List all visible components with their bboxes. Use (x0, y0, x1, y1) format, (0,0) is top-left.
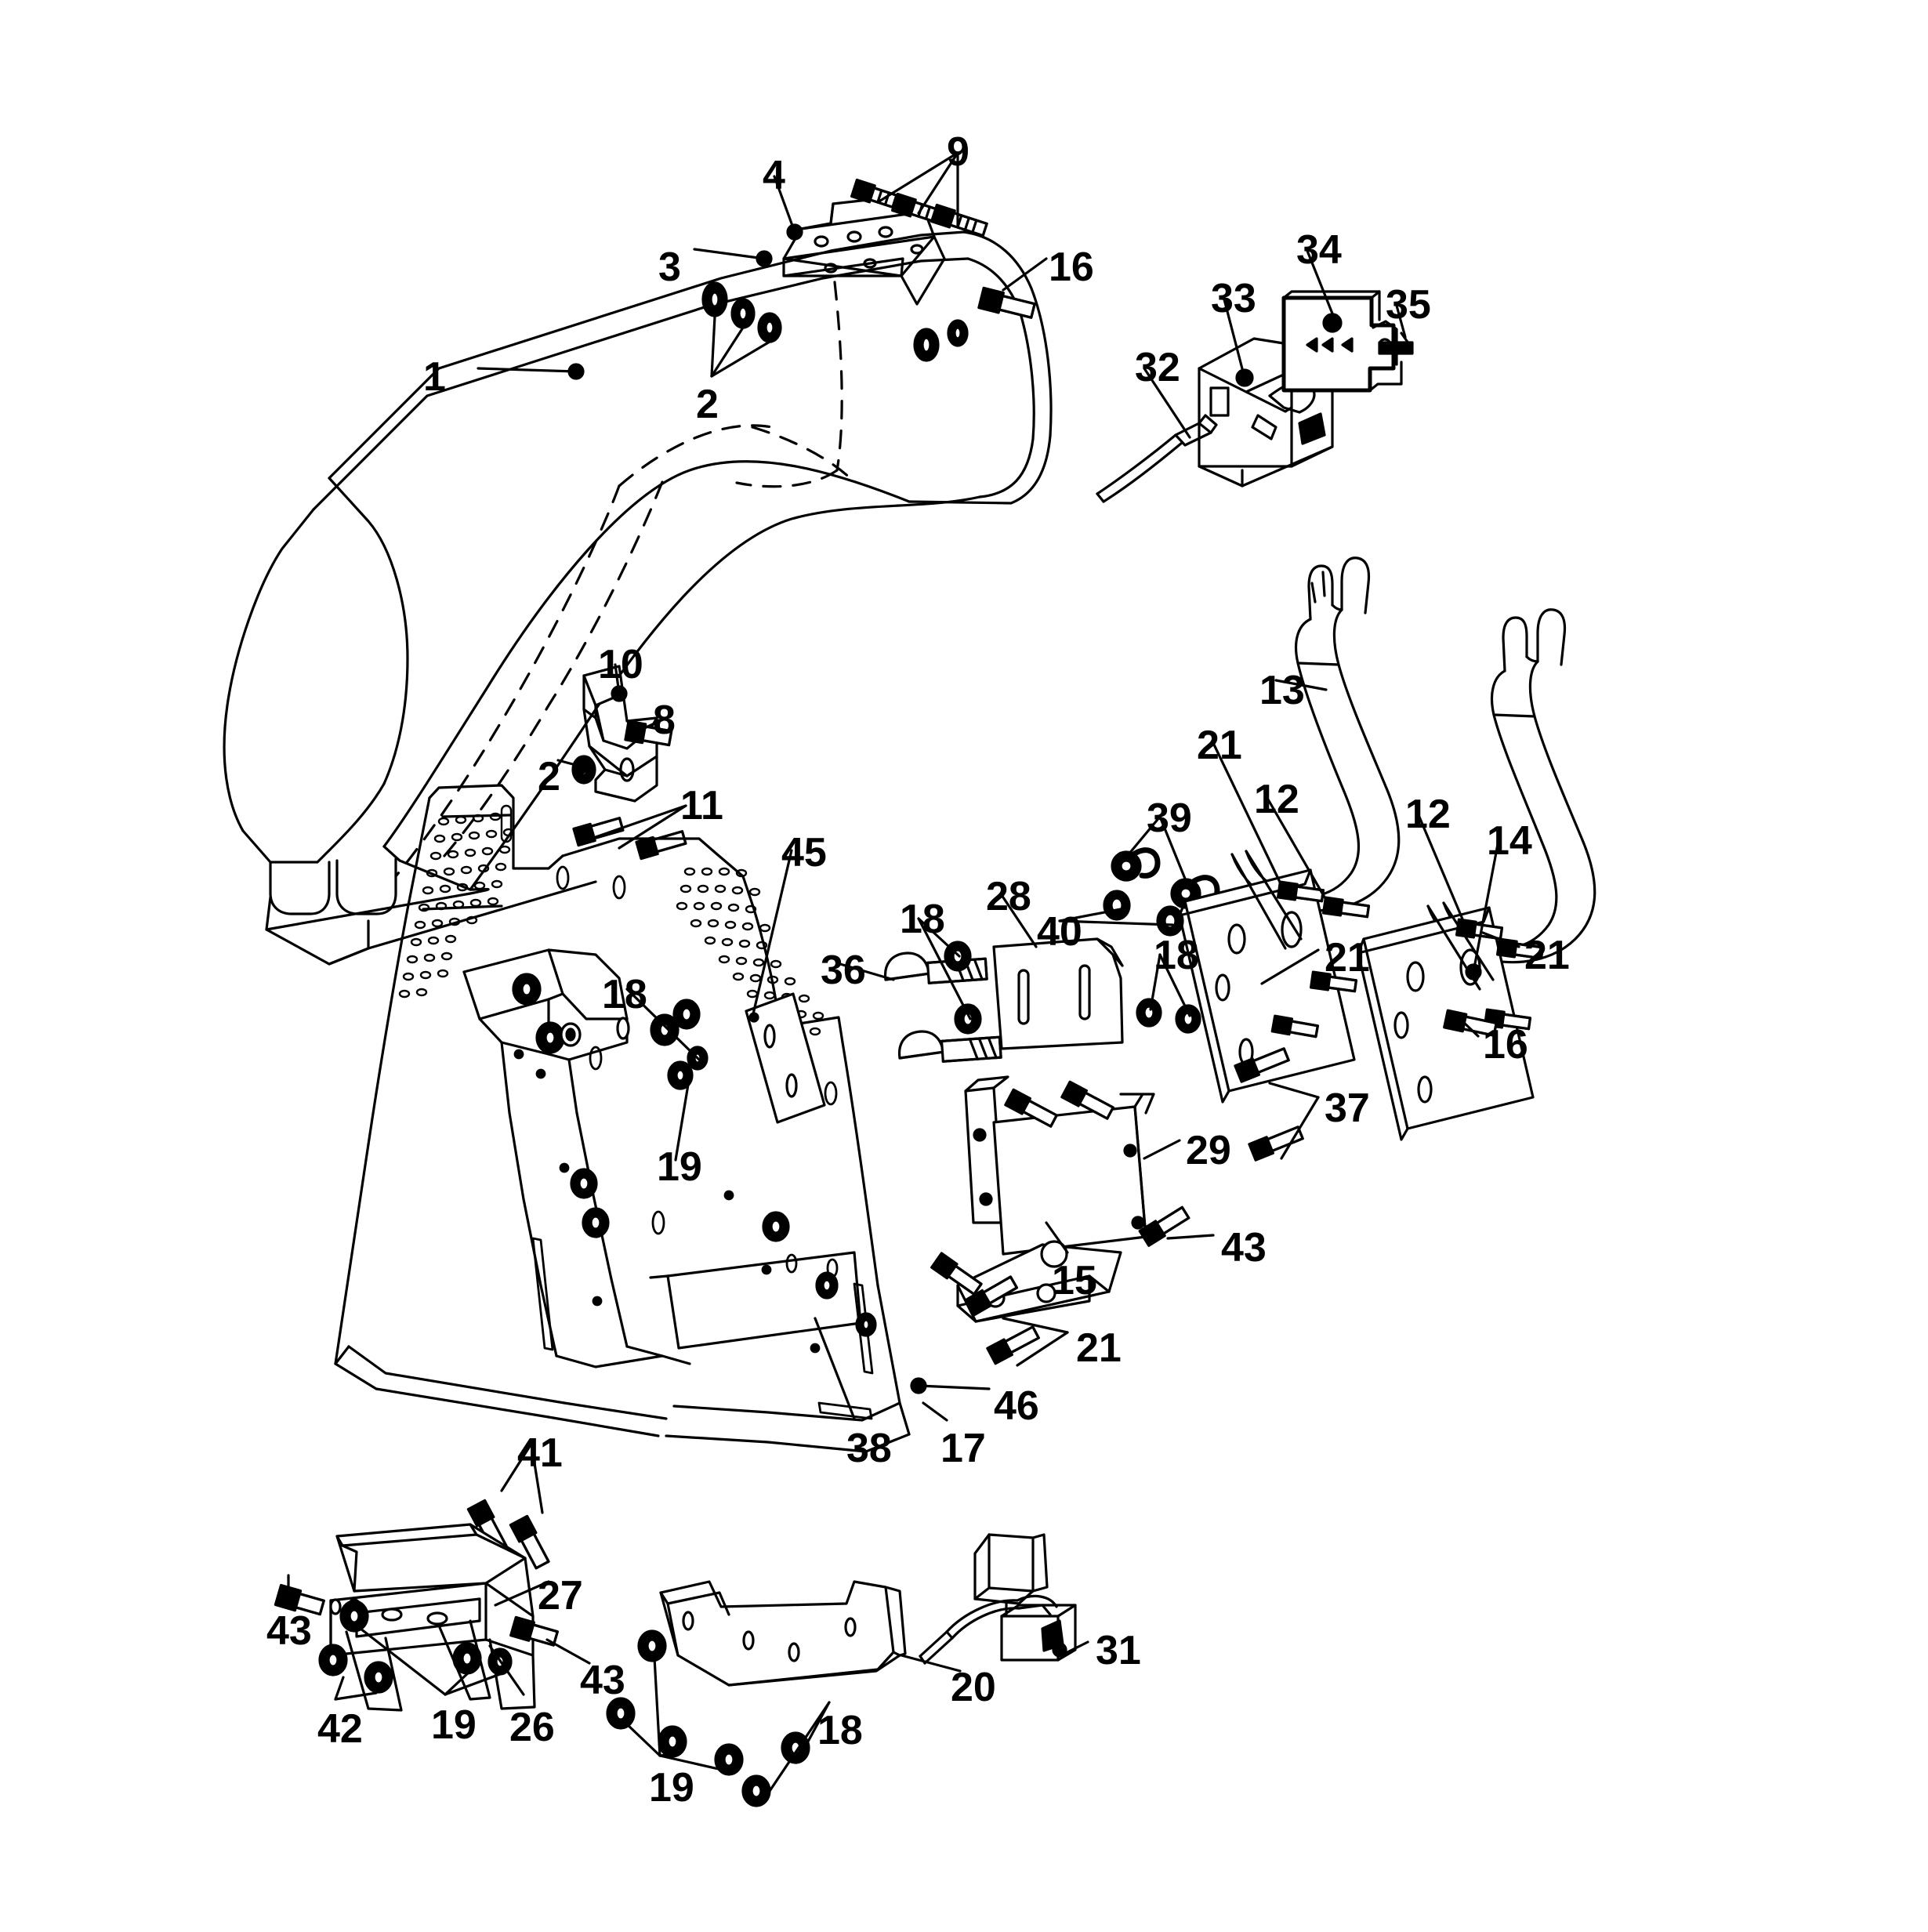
part-14-grab-handle-right (1426, 608, 1596, 964)
part-18-washers-right (1136, 998, 1201, 1034)
callout-number-16: 16 (1049, 245, 1094, 290)
callout-number-20: 20 (951, 1665, 996, 1710)
part-18-washers-left (944, 941, 982, 1035)
callout-number-38: 38 (846, 1426, 892, 1471)
callout-number-19: 19 (431, 1702, 477, 1748)
fender-right-nuts (913, 319, 969, 362)
part-28-slotted-plate (992, 937, 1124, 1050)
callout-number-21: 21 (1325, 935, 1370, 980)
platform-right-tread-pattern (676, 867, 824, 1036)
callout-number-33: 33 (1211, 276, 1256, 321)
callout-number-1: 1 (423, 354, 446, 400)
part-21-bolt-pair-lower (964, 1275, 1040, 1365)
platform-left-tread-pattern (398, 804, 515, 999)
callout-number-12: 12 (1254, 777, 1299, 822)
callout-number-2: 2 (696, 382, 719, 427)
platform-riser (462, 948, 691, 1368)
part-16-bolt-lower (1443, 1009, 1498, 1037)
callout-number-46: 46 (994, 1383, 1039, 1429)
part-20-fasteners (606, 1629, 810, 1807)
callout-number-43: 43 (580, 1658, 625, 1703)
handle-mount-plate-left (1178, 850, 1371, 1104)
callout-number-37: 37 (1325, 1086, 1370, 1131)
part-11-bolt-pair (572, 817, 687, 861)
callout-number-39: 39 (1147, 796, 1192, 841)
part-43-bolt-gusset (1138, 1205, 1191, 1247)
part-35-pin (1378, 332, 1414, 355)
part-31-latch-module (919, 1533, 1077, 1665)
callout-number-19: 19 (657, 1144, 702, 1190)
callout-number-27: 27 (538, 1573, 583, 1618)
part-20-lower-shield (659, 1580, 907, 1687)
part-16-bolt-fender (977, 286, 1036, 319)
callout-number-21: 21 (1197, 723, 1242, 768)
callout-number-4: 4 (763, 153, 785, 198)
main-platform-plate (334, 784, 911, 1453)
callout-number-42: 42 (317, 1706, 363, 1752)
part-45-strap-plate (745, 992, 826, 1124)
leader-lines (287, 151, 1520, 1804)
callout-number-16: 16 (1483, 1022, 1528, 1067)
callout-number-29: 29 (1186, 1128, 1231, 1173)
part-29-channel-bracket (964, 1075, 1155, 1256)
callout-number-19: 19 (649, 1765, 694, 1811)
callout-number-15: 15 (1052, 1258, 1097, 1303)
callout-number-9: 9 (947, 129, 969, 175)
callout-number-14: 14 (1487, 818, 1532, 864)
platform-fastener-cluster (512, 973, 877, 1337)
part-42-nut-pair (318, 1644, 393, 1694)
callout-number-28: 28 (986, 874, 1031, 919)
callout-number-40: 40 (1037, 909, 1082, 955)
part-13-grab-handle-left (1230, 556, 1401, 912)
callout-number-43: 43 (1221, 1225, 1267, 1270)
part-43-bolt-step-right (509, 1615, 559, 1647)
callout-number-10: 10 (598, 642, 643, 687)
part-27-step-assembly (329, 1523, 536, 1712)
part-34-switch-block (1281, 290, 1403, 393)
callout-number-45: 45 (781, 830, 827, 875)
platform-holes (513, 865, 874, 1420)
part-32-cable-rod (1096, 414, 1218, 503)
callout-number-21: 21 (1076, 1325, 1122, 1371)
callout-number-21: 21 (1524, 933, 1570, 978)
callout-number-32: 32 (1135, 345, 1180, 390)
part-37-bolt-pair (1234, 1047, 1304, 1162)
callout-number-34: 34 (1296, 227, 1342, 273)
callout-number-11: 11 (680, 783, 723, 828)
callout-number-31: 31 (1096, 1628, 1141, 1673)
callout-number-8: 8 (653, 698, 676, 743)
callout-number-35: 35 (1386, 282, 1431, 328)
callout-number-17: 17 (940, 1426, 986, 1471)
callout-number-13: 13 (1259, 668, 1305, 713)
callout-number-18: 18 (817, 1708, 863, 1753)
part-36-carriage-bolts (883, 952, 1002, 1063)
part-8-bolt (624, 720, 673, 747)
callout-number-18: 18 (602, 972, 647, 1017)
callout-number-18: 18 (900, 897, 945, 942)
callout-number-41: 41 (517, 1430, 563, 1476)
callout-number-12: 12 (1405, 792, 1451, 837)
callout-number-18: 18 (1154, 933, 1199, 978)
part-40-washers (1103, 890, 1184, 937)
callout-number-3: 3 (658, 245, 681, 290)
callout-number-2: 2 (538, 754, 560, 799)
part-1-fender-panel (223, 230, 1053, 966)
platform-inner-panel (649, 1251, 862, 1350)
callout-number-36: 36 (821, 948, 866, 993)
callout-number-26: 26 (509, 1705, 555, 1750)
part-9-bolt-set (850, 178, 988, 237)
callout-number-43: 43 (266, 1608, 312, 1654)
part-2-nuts-fender (701, 281, 782, 343)
